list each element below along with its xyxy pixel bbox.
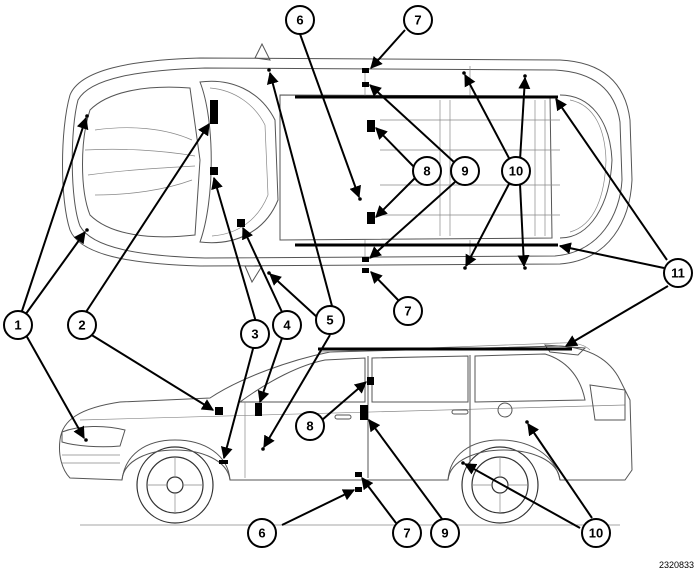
part-6-side [355,487,362,492]
part-7b-top [362,268,369,273]
callout-1: 1 [3,310,33,340]
svg-text:7: 7 [403,526,410,541]
part-4-top [237,219,245,227]
callout-5: 5 [315,305,345,335]
svg-text:8: 8 [423,164,430,179]
part-7-side [355,472,362,477]
part-8-side [367,377,374,385]
point-10d-top [523,266,527,270]
callout-2: 2 [67,310,97,340]
callout-9-side: 9 [430,518,460,548]
part-3-side [219,460,228,464]
svg-text:1: 1 [14,318,21,333]
point-10a-top [462,71,466,75]
svg-text:4: 4 [283,318,291,333]
figure-id: 2320833 [659,560,694,570]
point-10a-side [525,420,529,424]
side-view-vehicle [59,342,633,526]
callout-10-top: 10 [501,156,531,186]
callout-7-top: 7 [403,5,433,35]
svg-text:7: 7 [414,13,421,28]
point-1b-top [85,228,89,232]
point-10b-top [523,74,527,78]
part-7a-top [362,68,369,73]
point-10c-top [463,266,467,270]
svg-text:8: 8 [306,419,313,434]
callout-3: 3 [240,319,270,349]
leader-lines [17,29,669,529]
callout-7-side: 7 [392,518,422,548]
point-1-side [84,438,88,442]
point-1a-top [85,114,89,118]
part-9-side [360,405,368,420]
callout-8-top: 8 [412,156,442,186]
part-4-side [255,403,262,416]
callouts: 1 2 3 4 5 6 7 8 9 10 11 6 7 8 9 10 7 [3,5,693,548]
part-9a-top [362,82,369,87]
callout-8-side: 8 [295,411,325,441]
svg-text:9: 9 [441,526,448,541]
callout-6-top: 6 [285,5,315,35]
svg-text:11: 11 [671,266,685,281]
part-2-side [215,407,223,415]
svg-text:6: 6 [296,13,303,28]
part-2-top [210,100,218,124]
svg-text:9: 9 [461,164,468,179]
top-view-vehicle [62,42,633,284]
svg-text:6: 6 [258,526,265,541]
svg-text:10: 10 [509,164,523,179]
part-8a-top [367,120,375,132]
part-9b-top [362,257,369,262]
svg-text:7: 7 [404,304,411,319]
callout-9-top: 9 [450,156,480,186]
callout-6-side: 6 [247,518,277,548]
part-8b-top [367,212,375,224]
callout-7-mid: 7 [393,296,423,326]
callout-10-side: 10 [581,518,611,548]
svg-text:2: 2 [78,318,85,333]
callout-11: 11 [663,258,693,288]
point-6-top [358,197,362,201]
point-5-side [261,447,265,451]
point-10b-side [461,461,465,465]
svg-text:10: 10 [589,526,603,541]
part-3-top [210,167,218,175]
svg-text:5: 5 [326,313,333,328]
point-5a-top [267,68,271,72]
svg-text:3: 3 [251,327,258,342]
callout-4: 4 [272,310,302,340]
